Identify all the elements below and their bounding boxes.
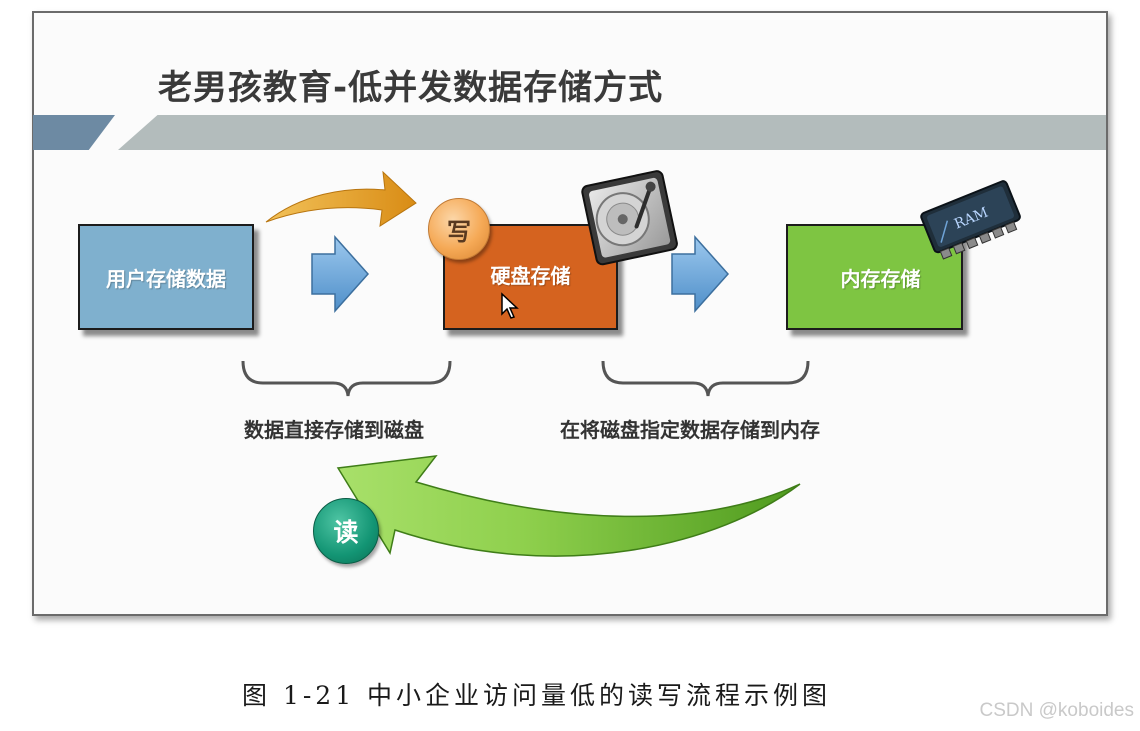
user-storage-label: 用户存储数据	[106, 266, 226, 291]
figure-caption: 图 1-21 中小企业访问量低的读写流程示例图	[242, 681, 832, 710]
write-arrow	[265, 170, 417, 227]
write-badge-label: 写	[447, 217, 471, 246]
watermark: CSDN @koboides	[979, 700, 1134, 721]
slide-title: 老男孩教育-低并发数据存储方式	[158, 68, 664, 108]
read-badge: 读	[313, 498, 379, 564]
write-badge: 写	[428, 198, 490, 260]
brace-left	[241, 360, 452, 397]
flow-arrow-user-to-disk	[311, 235, 370, 313]
right-brace-caption: 在将磁盘指定数据存储到内存	[560, 418, 820, 442]
memory-storage-box: 内存存储	[786, 224, 963, 330]
title-band	[118, 115, 1106, 150]
read-arrow	[336, 455, 801, 557]
mouse-cursor-icon	[501, 292, 519, 319]
memory-storage-label: 内存存储	[840, 266, 921, 291]
left-brace-caption: 数据直接存储到磁盘	[244, 418, 424, 442]
read-badge-label: 读	[333, 518, 359, 547]
brace-right	[601, 360, 810, 397]
flow-arrow-disk-to-memory	[671, 235, 730, 313]
disk-storage-label: 硬盘存储	[490, 263, 571, 288]
user-storage-box: 用户存储数据	[78, 224, 254, 330]
